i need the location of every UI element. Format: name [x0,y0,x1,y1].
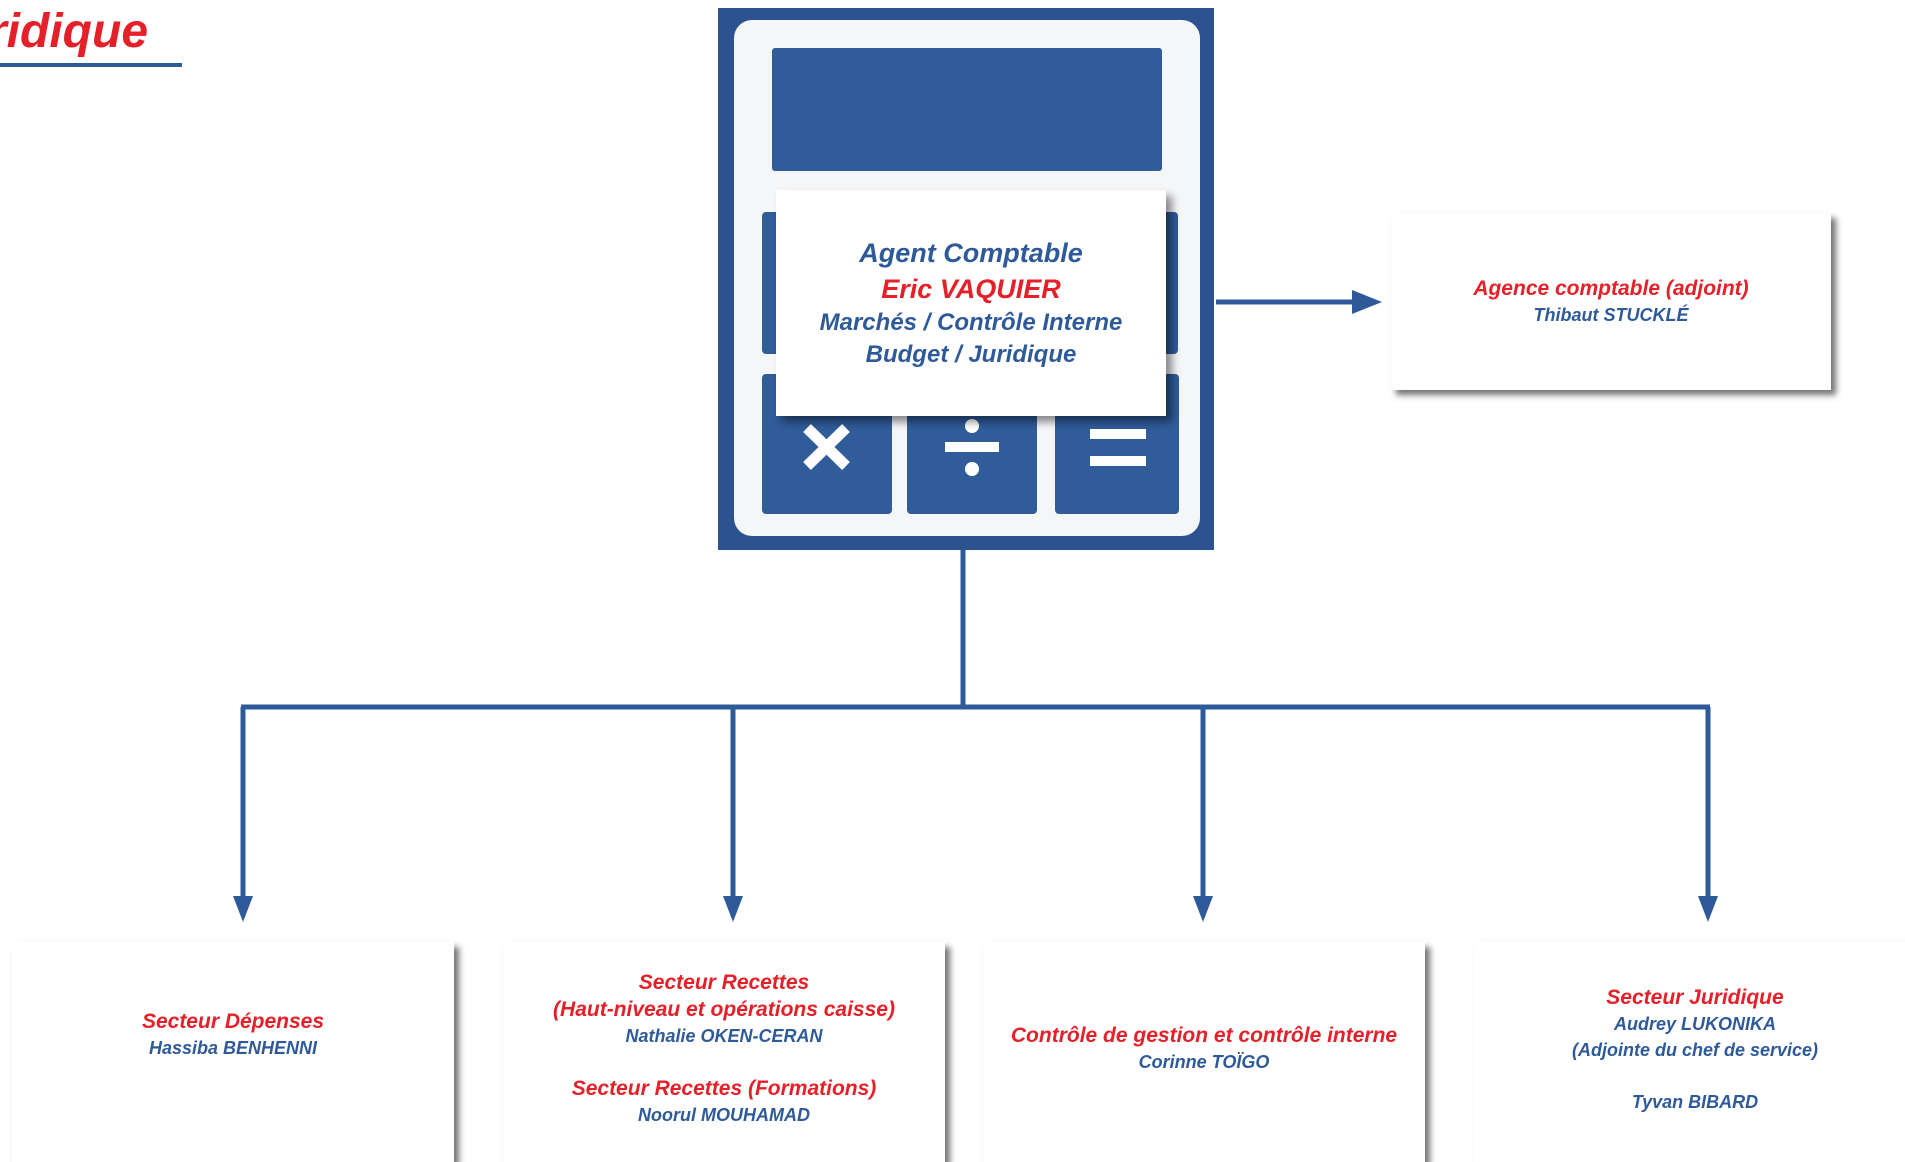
head-box: Agent Comptable Eric VAQUIER Marchés / C… [776,190,1166,416]
adjoint-box: Agence comptable (adjoint) Thibaut STUCK… [1391,213,1831,390]
sector-name-2: Noorul MOUHAMAD [638,1105,810,1125]
sector-role: (Adjointe du chef de service) [1571,1040,1819,1060]
head-title: Agent Comptable [859,238,1083,268]
arrow-down-icon [1698,896,1718,922]
sector-title: Secteur Dépenses [141,1010,325,1033]
head-line4: Budget / Juridique [865,341,1077,368]
title-underline [0,63,182,67]
sector-name: Hassiba BENHENNI [148,1038,318,1058]
arrow-down-icon [723,896,743,922]
sector-title: Contrôle de gestion et contrôle interne [1010,1024,1398,1047]
arrow-down-icon [1193,896,1213,922]
head-name: Eric VAQUIER [881,274,1061,304]
adjoint-title: Agence comptable (adjoint) [1473,277,1749,300]
sector-title-2: Secteur Recettes (Formations) [571,1077,877,1100]
page-title: ridique [0,5,149,58]
calculator-screen [772,48,1162,171]
sector-title: Secteur Recettes [638,971,810,994]
sector-name: Nathalie OKEN-CERAN [625,1026,823,1046]
sector-name: Corinne TOÏGO [1138,1052,1270,1072]
sector-subtitle: (Haut-niveau et opérations caisse) [553,998,895,1021]
arrow-right-icon [1352,290,1382,314]
sector-box-controle: Contrôle de gestion et contrôle interne … [983,942,1425,1162]
sector-box-depenses: Secteur Dépenses Hassiba BENHENNI [12,942,454,1162]
arrow-down-icon [233,896,253,922]
sector-name-2: Tyvan BIBARD [1631,1092,1759,1112]
head-line3: Marchés / Contrôle Interne [819,309,1123,336]
adjoint-name: Thibaut STUCKLÉ [1533,305,1689,325]
sector-box-recettes: Secteur Recettes (Haut-niveau et opérati… [503,942,945,1162]
sector-box-juridique: Secteur Juridique Audrey LUKONIKA (Adjoi… [1474,942,1905,1162]
sector-name: Audrey LUKONIKA [1613,1014,1776,1034]
sector-title: Secteur Juridique [1606,986,1784,1009]
